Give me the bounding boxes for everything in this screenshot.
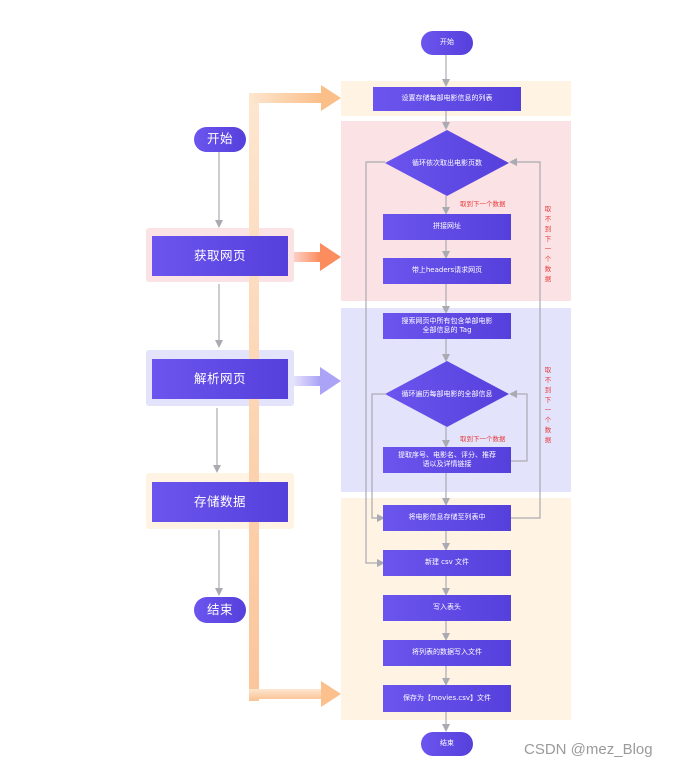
append-label: 将电影信息存储至列表中: [408, 513, 486, 522]
loop-movies-diamond: [385, 361, 509, 427]
no-next-note-2: 取不到下一个数据: [544, 366, 552, 444]
left-start-label: 开始: [206, 131, 233, 147]
search-tags-label-1: 搜索网页中所有包含单部电影: [401, 316, 493, 325]
left-store-node: 存储数据: [152, 482, 288, 522]
right-start-label: 开始: [440, 38, 454, 47]
next-movie-note: 取到下一个数据: [460, 435, 506, 443]
loop-pages-diamond: [385, 130, 509, 196]
left-parse-label: 解析网页: [193, 370, 246, 386]
right-start-node: 开始: [421, 31, 473, 55]
write-header-label: 写入表头: [433, 603, 461, 612]
set-list-node: 设置存储每部电影信息的列表: [373, 87, 521, 111]
build-url-label: 拼接网址: [433, 222, 461, 231]
left-start-node: 开始: [194, 127, 246, 152]
loop-movies-label: 循环遍历每部电影的全部信息: [401, 390, 493, 398]
orange-top-shaft: [249, 93, 321, 103]
next-page-note: 取到下一个数据: [460, 200, 506, 208]
request-label: 带上headers请求网页: [411, 266, 483, 275]
append-node: 将电影信息存储至列表中: [383, 505, 511, 531]
write-rows-label: 将列表的数据写入文件: [412, 648, 482, 657]
extract-label-2: 语以及详情链接: [422, 460, 472, 468]
parse-arrow-head: [320, 367, 341, 395]
build-url-node: 拼接网址: [383, 214, 511, 240]
set-list-label: 设置存储每部电影信息的列表: [401, 94, 493, 103]
fetch-arrow-shaft: [294, 252, 320, 262]
new-csv-label: 新建 csv 文件: [424, 558, 470, 567]
left-fetch-label: 获取网页: [193, 247, 246, 263]
fetch-arrow-head: [320, 243, 341, 271]
extract-label-1: 提取序号、电影名、评分、推荐: [398, 450, 496, 459]
search-tags-label-2: 全部信息的 Tag: [422, 326, 472, 334]
left-parse-node: 解析网页: [152, 359, 288, 399]
request-node: 带上headers请求网页: [383, 258, 511, 284]
orange-bottom-head: [321, 681, 341, 707]
orange-bottom-shaft: [249, 689, 321, 699]
right-end-label: 结束: [440, 739, 454, 748]
loop-pages-label: 循环依次取出电影页数: [412, 159, 482, 167]
left-end-label: 结束: [206, 601, 233, 617]
extract-node: 提取序号、电影名、评分、推荐 语以及详情链接: [383, 447, 511, 473]
left-store-label: 存储数据: [193, 493, 246, 509]
search-tags-node: 搜索网页中所有包含单部电影 全部信息的 Tag: [383, 313, 511, 339]
left-end-node: 结束: [194, 597, 246, 623]
write-rows-node: 将列表的数据写入文件: [383, 640, 511, 666]
loop-pages-decision: 循环依次取出电影页数: [385, 130, 509, 196]
save-as-node: 保存为【movies.csv】文件: [383, 685, 511, 712]
watermark: CSDN @mez_Blog: [524, 741, 653, 758]
loop-movies-decision: 循环遍历每部电影的全部信息: [385, 361, 509, 427]
save-as-label: 保存为【movies.csv】文件: [402, 693, 491, 702]
orange-top-head: [321, 85, 341, 111]
no-next-note-1: 取不到下一个数据: [544, 205, 552, 283]
right-end-node: 结束: [421, 732, 473, 756]
new-csv-node: 新建 csv 文件: [383, 550, 511, 576]
write-header-node: 写入表头: [383, 595, 511, 621]
left-fetch-node: 获取网页: [152, 236, 288, 276]
parse-arrow-shaft: [294, 376, 320, 386]
